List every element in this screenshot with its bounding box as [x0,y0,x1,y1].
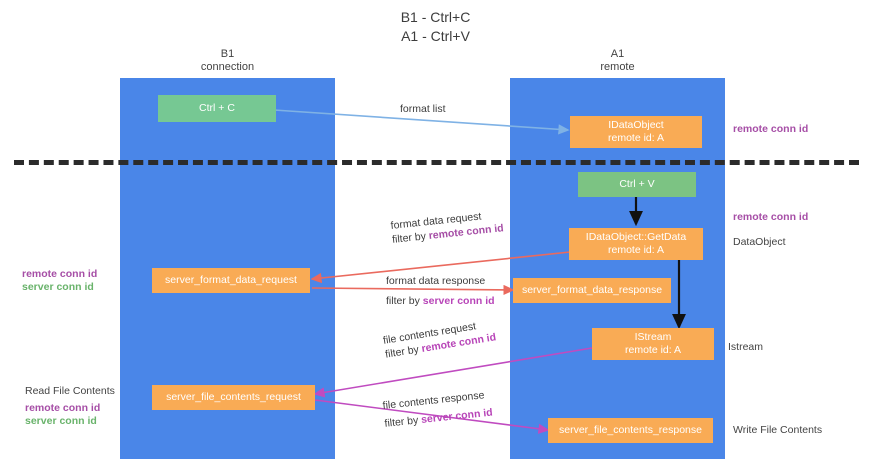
title-line-1: B1 - Ctrl+C [400,9,471,25]
edge-label-format-data-request: format data request filter by remote con… [390,207,504,247]
box-getdata[interactable]: IDataObject::GetData remote id: A [569,228,703,260]
box-ctrl-v-label: Ctrl + V [619,178,655,190]
box-ctrl-c[interactable]: Ctrl + C [158,95,276,122]
box-idataobject-sub: remote id: A [607,132,665,144]
box-server-format-data-request[interactable]: server_format_data_request [152,268,310,293]
box-server-format-data-response[interactable]: server_format_data_response [513,278,671,303]
lane-a1-sub: remote [600,61,635,73]
filter-prefix: filter by [383,414,422,430]
box-server-file-contents-request-label: server_file_contents_request [166,391,301,403]
filter-key-server-conn-id: server conn id [422,295,495,307]
box-istream-sub: remote id: A [624,344,682,356]
title-line-2: A1 - Ctrl+V [401,28,470,44]
annotation-remote-conn-id-top: remote conn id [733,123,809,135]
box-server-format-data-response-label: server_format_data_response [521,284,663,296]
box-istream[interactable]: IStream remote id: A [592,328,714,360]
box-ctrl-v[interactable]: Ctrl + V [578,172,696,197]
edge-label-file-contents-response: file contents response filter by server … [382,388,493,431]
box-idataobject-title: IDataObject [608,119,664,131]
lane-b1-sub: connection [200,61,255,73]
annotation-istream: Istream [728,341,764,353]
annotation-write-file-contents: Write File Contents [733,424,823,436]
lane-b1-name: B1 [220,48,235,60]
box-ctrl-c-label: Ctrl + C [199,102,235,114]
box-server-format-data-request-label: server_format_data_request [165,274,297,286]
box-server-file-contents-response[interactable]: server_file_contents_response [548,418,713,443]
box-getdata-title: IDataObject::GetData [585,231,687,243]
filter-prefix: filter by [386,295,423,307]
box-getdata-sub: remote id: A [607,244,665,256]
annotation-remote-conn-id-mid: remote conn id [733,211,809,223]
edge-label-file-contents-request: file contents request filter by remote c… [382,316,497,361]
lane-header-a1: A1 remote [510,48,725,74]
edge-label-format-data-response: format data response filter by server co… [386,274,495,308]
box-server-file-contents-request[interactable]: server_file_contents_request [152,385,315,410]
box-server-file-contents-response-label: server_file_contents_response [558,424,702,436]
filter-key-server-conn-id: server conn id [420,406,494,426]
phase-separator [14,160,859,165]
edge-label-format-list-text: format list [400,103,446,115]
box-istream-title: IStream [634,331,672,343]
page-title: B1 - Ctrl+C A1 - Ctrl+V [0,8,871,46]
annotation-dataobject: DataObject [733,236,786,248]
edge-label-format-data-response-text: format data response [386,275,486,287]
annotation-left-server-conn-id-bottom: server conn id [25,415,97,427]
edge-label-format-data-response-filter: filter by server conn id [386,294,495,308]
filter-prefix: filter by [391,230,430,246]
annotation-left-remote-conn-id-bottom: remote conn id [25,402,101,414]
annotation-left-remote-conn-id-mid: remote conn id [22,268,98,280]
lane-a1-name: A1 [610,48,625,60]
box-idataobject[interactable]: IDataObject remote id: A [570,116,702,148]
annotation-read-file-contents: Read File Contents [25,385,115,397]
annotation-left-server-conn-id-mid: server conn id [22,281,94,293]
lane-header-b1: B1 connection [120,48,335,74]
edge-label-format-list: format list [400,102,446,116]
